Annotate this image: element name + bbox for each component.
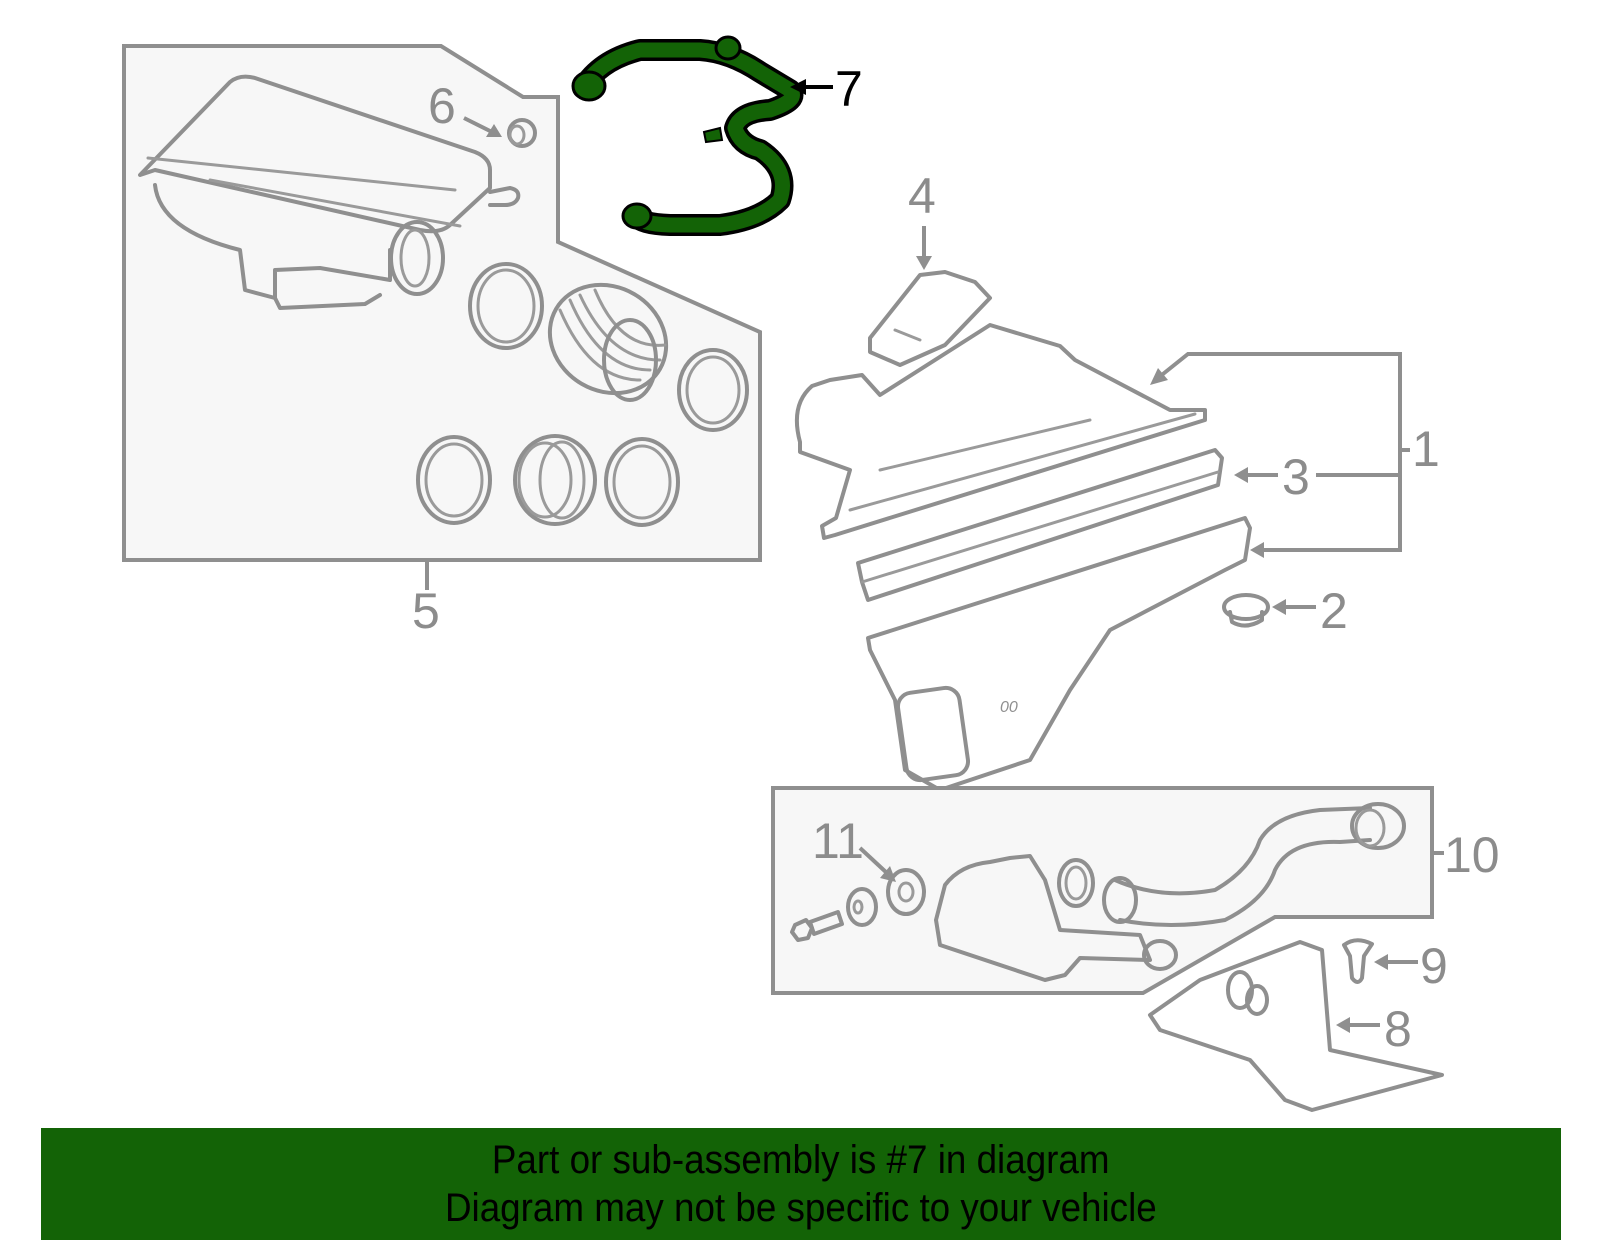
callout-7-label: 7	[835, 61, 863, 117]
callout-9-label: 9	[1420, 938, 1448, 994]
callout-8-label: 8	[1384, 1001, 1412, 1057]
callout-1-label: 1	[1412, 421, 1440, 477]
callout-4-label: 4	[908, 168, 936, 224]
kit-box-5	[122, 44, 762, 590]
banner-part-reference: Part or sub-assembly is #7 in diagram	[492, 1138, 1110, 1182]
air-cleaner-housing-5	[138, 74, 537, 310]
highlighted-part-7-pcv-hose	[571, 35, 804, 236]
maf-sensor-4: 4	[868, 168, 992, 367]
callout-3: 3	[1234, 449, 1400, 505]
banner-disclaimer: Diagram may not be specific to your vehi…	[445, 1186, 1157, 1230]
callout-1-bracket: 1	[1150, 352, 1440, 558]
callout-7: 7	[790, 61, 863, 117]
deflector-8: 8	[1148, 940, 1444, 1112]
resonator-parts-10	[790, 802, 1406, 982]
callout-6: 6	[428, 78, 502, 137]
housing-marking: 00	[1000, 699, 1018, 716]
callout-5-label: 5	[412, 583, 440, 639]
callout-11: 11	[812, 813, 896, 882]
part-info-banner: Part or sub-assembly is #7 in diagram Di…	[41, 1128, 1561, 1240]
clamps-and-couplers	[416, 262, 749, 527]
callout-3-label: 3	[1282, 449, 1310, 505]
callout-10-label: 10	[1444, 827, 1500, 883]
callout-11-label: 11	[812, 813, 864, 869]
callout-2-label: 2	[1320, 583, 1348, 639]
push-pin-clip-9: 9	[1342, 938, 1448, 994]
grommet-2: 2	[1222, 583, 1348, 639]
air-cleaner-assembly-1: 00	[794, 323, 1252, 792]
callout-6-label: 6	[428, 78, 456, 134]
